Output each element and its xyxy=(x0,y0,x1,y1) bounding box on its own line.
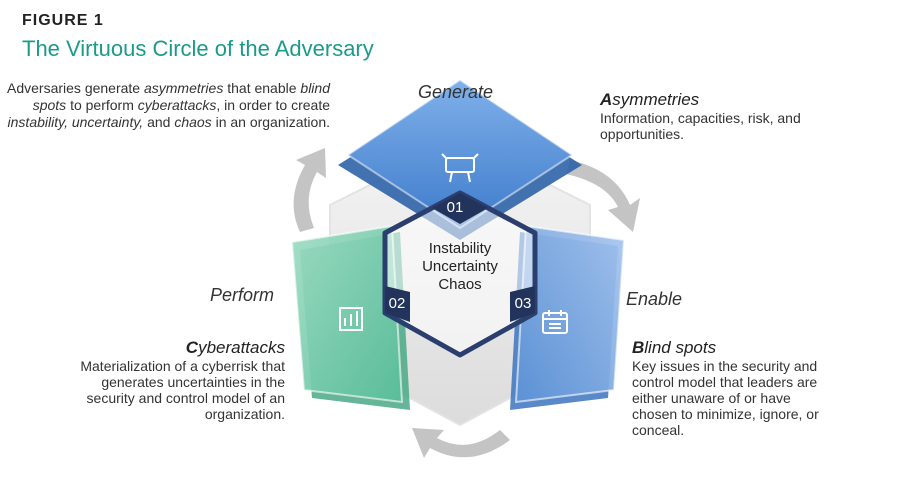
cyberattacks-block: Cyberattacks Materialization of a cyberr… xyxy=(60,338,285,422)
blind-spots-heading: Blind spots xyxy=(632,338,832,358)
badge-02 xyxy=(385,286,410,322)
asymmetries-description: Information, capacities, risk, and oppor… xyxy=(600,110,801,142)
cycle-arrows xyxy=(293,148,640,458)
arrow-bottom-icon xyxy=(412,428,510,458)
center-line-uncertainty: Uncertainty xyxy=(422,258,498,275)
asymmetries-heading: Asymmetries xyxy=(600,90,830,110)
intro-part: in an organization. xyxy=(211,114,330,130)
intro-emph: instability, uncertainty, xyxy=(7,114,144,130)
number-02: 02 xyxy=(388,295,406,312)
easel-icon xyxy=(441,153,479,183)
stage-enable: Enable xyxy=(626,289,683,309)
intro-text: Adversaries generate asymmetries that en… xyxy=(0,80,330,131)
arrow-left-icon xyxy=(293,148,326,232)
intro-emph: blind spots xyxy=(32,80,330,113)
blind-spots-block: Blind spots Key issues in the security a… xyxy=(632,338,832,438)
stage-generate: Generate xyxy=(418,82,494,102)
blind-spots-description: Key issues in the security and control m… xyxy=(632,358,819,438)
number-01: 01 xyxy=(446,199,464,216)
blind-spots-initial: B xyxy=(632,338,645,357)
bar-chart-icon xyxy=(339,307,363,331)
intro-part: to perform xyxy=(66,97,138,113)
intro-emph: cyberattacks xyxy=(137,97,217,113)
stage-perform: Perform xyxy=(210,285,275,305)
figure-title: The Virtuous Circle of the Adversary xyxy=(22,36,374,61)
number-03: 03 xyxy=(514,295,532,312)
intro-emph: asymmetries xyxy=(143,80,224,96)
center-hexagon xyxy=(382,190,538,358)
center-label: Instability Uncertainty Chaos xyxy=(400,240,520,294)
cyberattacks-heading-rest: yberattacks xyxy=(198,338,285,357)
intro-part: and xyxy=(143,114,175,130)
cyberattacks-heading: Cyberattacks xyxy=(60,338,285,358)
blind-spots-heading-rest: lind spots xyxy=(644,338,717,357)
intro-part: that enable xyxy=(223,80,301,96)
center-line-instability: Instability xyxy=(428,240,492,257)
intro-emph: chaos xyxy=(174,114,212,130)
figure-label: FIGURE 1 xyxy=(22,12,104,29)
intro-part: , in order to create xyxy=(216,97,330,113)
cyberattacks-initial: C xyxy=(185,338,199,357)
calendar-icon xyxy=(542,310,568,334)
badge-01 xyxy=(432,193,488,224)
center-line-chaos: Chaos xyxy=(438,276,482,293)
asymmetries-block: Asymmetries Information, capacities, ris… xyxy=(600,90,830,142)
badge-03 xyxy=(510,286,535,322)
cyberattacks-description: Materialization of a cyberrisk that gene… xyxy=(80,358,285,422)
intro-part: Adversaries generate xyxy=(7,80,144,96)
asymmetries-heading-rest: symmetries xyxy=(612,90,700,109)
asymmetries-initial: A xyxy=(600,90,613,109)
arrow-top-right-icon xyxy=(566,160,640,232)
